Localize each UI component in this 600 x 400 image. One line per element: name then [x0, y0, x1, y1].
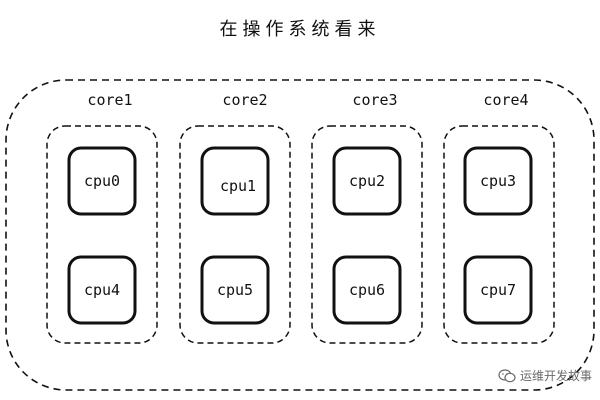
- core-boundary: [46, 125, 158, 344]
- cpu-label: cpu3: [480, 172, 516, 190]
- cpu-box: cpu7: [463, 255, 533, 325]
- cpu-label: cpu7: [480, 281, 516, 299]
- cpu-label: cpu1: [220, 177, 256, 195]
- wechat-icon: [498, 368, 516, 383]
- core-label: core1: [87, 91, 132, 109]
- core-group-2: core2 cpu1 cpu5: [179, 91, 291, 344]
- core-label: core4: [483, 91, 528, 109]
- cpu-label: cpu2: [349, 172, 385, 190]
- cpu-box: cpu6: [332, 255, 402, 325]
- core-boundary: [443, 125, 555, 344]
- watermark: 运维开发故事: [498, 367, 592, 384]
- cpu-box: cpu4: [67, 255, 137, 325]
- watermark-text: 运维开发故事: [519, 369, 592, 383]
- cpu-label: cpu5: [217, 281, 253, 299]
- system-boundary: [5, 79, 595, 391]
- cpu-label: cpu4: [84, 281, 120, 299]
- core-group-3: core3 cpu2 cpu6: [311, 91, 423, 344]
- core-label: core2: [222, 91, 267, 109]
- cpu-label: cpu0: [84, 172, 120, 190]
- core-group-4: core4 cpu3 cpu7: [443, 91, 555, 344]
- core-boundary: [179, 125, 291, 344]
- cpu-box: cpu1: [200, 146, 270, 216]
- cpu-box: cpu3: [463, 146, 533, 216]
- cpu-box: cpu5: [200, 255, 270, 325]
- core-boundary: [311, 125, 423, 344]
- cpu-box: cpu0: [67, 146, 137, 216]
- cpu-box: cpu2: [332, 146, 402, 216]
- cpu-label: cpu6: [349, 281, 385, 299]
- core-group-1: core1 cpu0 cpu4: [46, 91, 158, 344]
- core-label: core3: [352, 91, 397, 109]
- diagram-title: 在操作系统看来: [219, 19, 381, 40]
